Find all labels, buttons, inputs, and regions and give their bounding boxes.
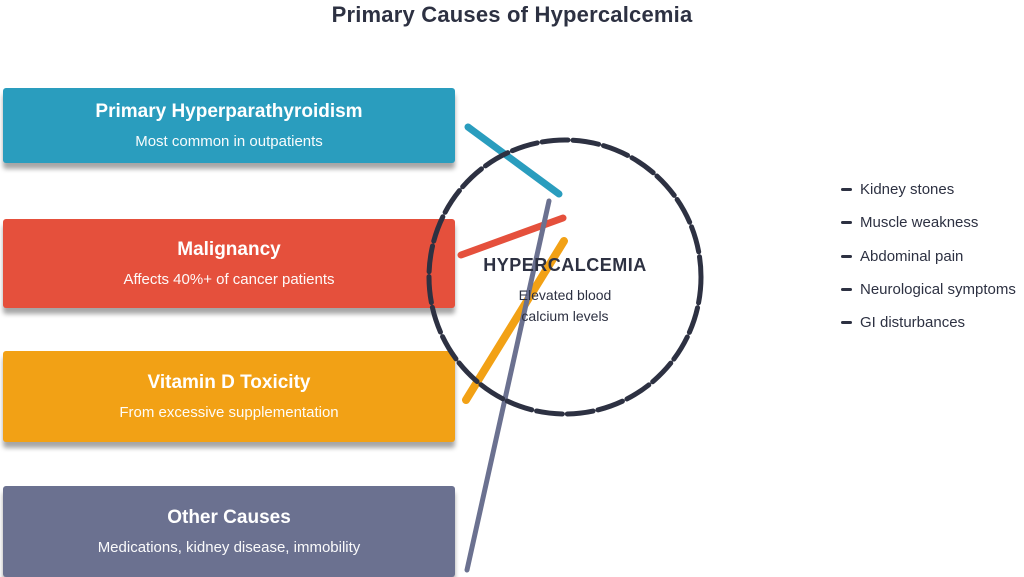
dash-bullet-icon xyxy=(841,321,852,325)
cause-subtitle: From excessive supplementation xyxy=(119,404,339,421)
cause-subtitle: Affects 40%+ of cancer patients xyxy=(123,271,335,288)
dash-bullet-icon xyxy=(841,188,852,192)
connector-line-primary-hyperparathyroidism xyxy=(464,123,563,198)
connector-line-malignancy xyxy=(457,214,567,259)
list-item: GI disturbances xyxy=(841,306,1016,339)
dash-bullet-icon xyxy=(841,288,852,292)
cause-title: Primary Hyperparathyroidism xyxy=(95,101,363,122)
symptom-label: Muscle weakness xyxy=(860,214,979,232)
list-item: Kidney stones xyxy=(841,173,1016,206)
cause-subtitle: Medications, kidney disease, immobility xyxy=(97,539,361,556)
dash-bullet-icon xyxy=(841,221,852,225)
symptom-label: GI disturbances xyxy=(860,314,966,332)
symptom-list: Kidney stones Muscle weakness Abdominal … xyxy=(841,173,1016,339)
cause-title: Malignancy xyxy=(177,239,281,260)
cause-subtitle: Most common in outpatients xyxy=(135,133,323,150)
cause-box-malignancy: Malignancy Affects 40%+ of cancer patien… xyxy=(3,219,455,308)
circle-subline-1: Elevated blood xyxy=(518,287,612,303)
cause-box-primary-hyperparathyroidism: Primary Hyperparathyroidism Most common … xyxy=(3,88,455,163)
cause-box-other-causes: Other Causes Medications, kidney disease… xyxy=(3,486,455,577)
cause-title: Other Causes xyxy=(167,507,291,528)
list-item: Neurological symptoms xyxy=(841,273,1016,306)
circle-subline-2: calcium levels xyxy=(521,308,609,324)
circle-center-label: HYPERCALCEMIA Elevated blood calcium lev… xyxy=(455,255,675,327)
symptom-label: Neurological symptoms xyxy=(860,281,1016,299)
cause-title: Vitamin D Toxicity xyxy=(147,372,311,393)
page-title: Primary Causes of Hypercalcemia xyxy=(331,2,693,27)
symptom-label: Kidney stones xyxy=(860,181,955,199)
dash-bullet-icon xyxy=(841,254,852,258)
cause-box-vitamin-d-toxicity: Vitamin D Toxicity From excessive supple… xyxy=(3,351,455,442)
list-item: Muscle weakness xyxy=(841,206,1016,239)
list-item: Abdominal pain xyxy=(841,240,1016,273)
symptom-label: Abdominal pain xyxy=(860,247,964,265)
circle-heading: HYPERCALCEMIA xyxy=(483,255,647,275)
